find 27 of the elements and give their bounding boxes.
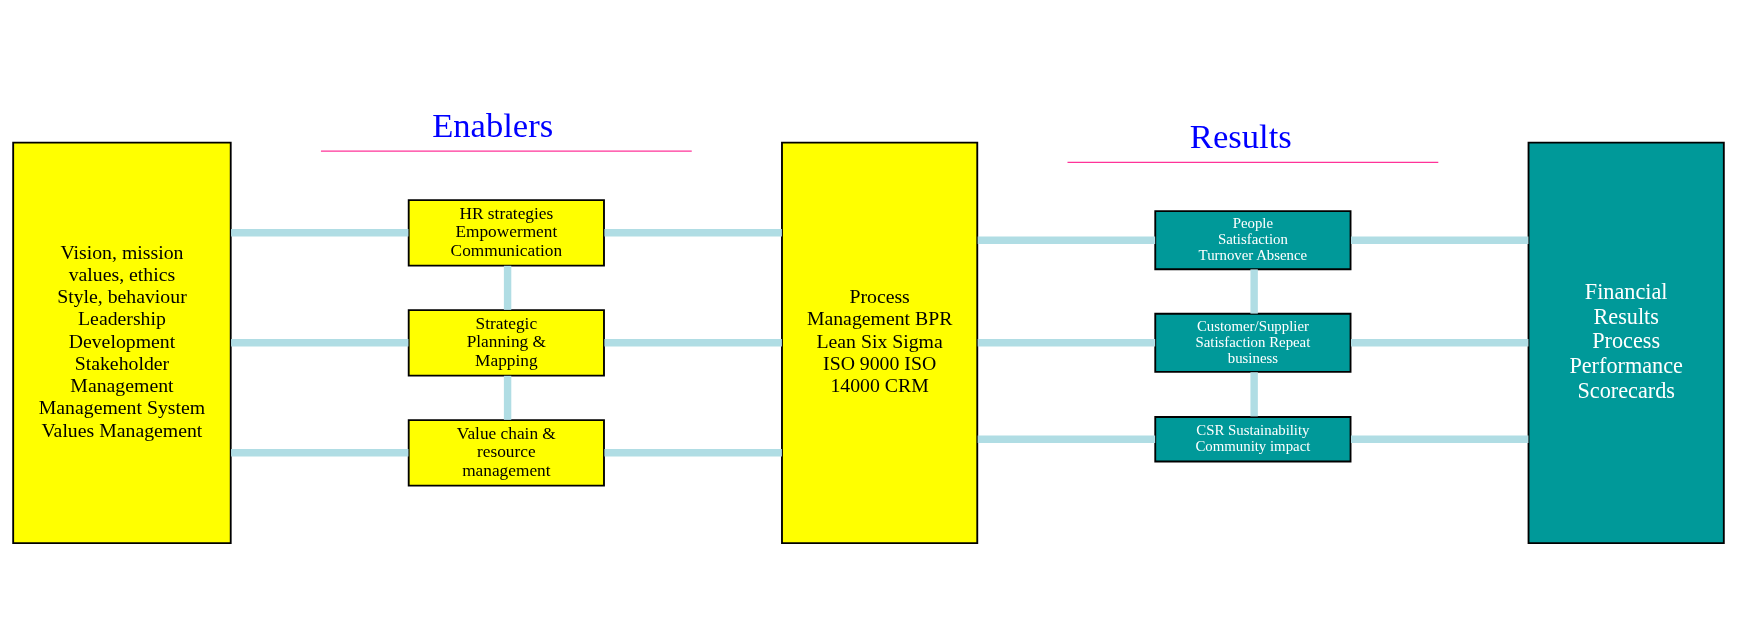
connector [977,339,1156,347]
node-box: CSR Sustainability Community impact [1154,416,1352,463]
connector [1250,372,1258,417]
node-box: Customer/Supplier Satisfaction Repeat business [1154,312,1352,373]
node-box: Financial Results Process Performance Scorecards [1527,141,1725,544]
connector [604,339,782,347]
connector [231,339,409,347]
connector [503,265,512,310]
connector [1351,435,1529,443]
connector [604,229,782,237]
connector [977,435,1156,443]
node-box: Process Management BPR Lean Six Sigma ISO 9000 ISO 14000 CRM [781,141,979,544]
connector [1250,269,1258,314]
node-box: HR strategies Empowerment Communication [407,199,605,267]
connector [977,236,1156,244]
connector [604,449,782,457]
label: Results [1189,117,1292,156]
node-box: Vision, mission values, ethics Style, behaviour Leadership Development Stakeholder Management Management System Values Management [12,141,232,544]
connector [1351,236,1529,244]
connector [231,229,409,237]
label: Enablers [432,105,554,144]
node-box: Value chain & resource management [407,419,605,487]
connector [1351,339,1529,347]
connector [503,375,512,420]
node-box: Strategic Planning & Mapping [407,309,605,377]
connector [231,449,409,457]
node-box: People Satisfaction Turnover Absence [1154,210,1352,271]
